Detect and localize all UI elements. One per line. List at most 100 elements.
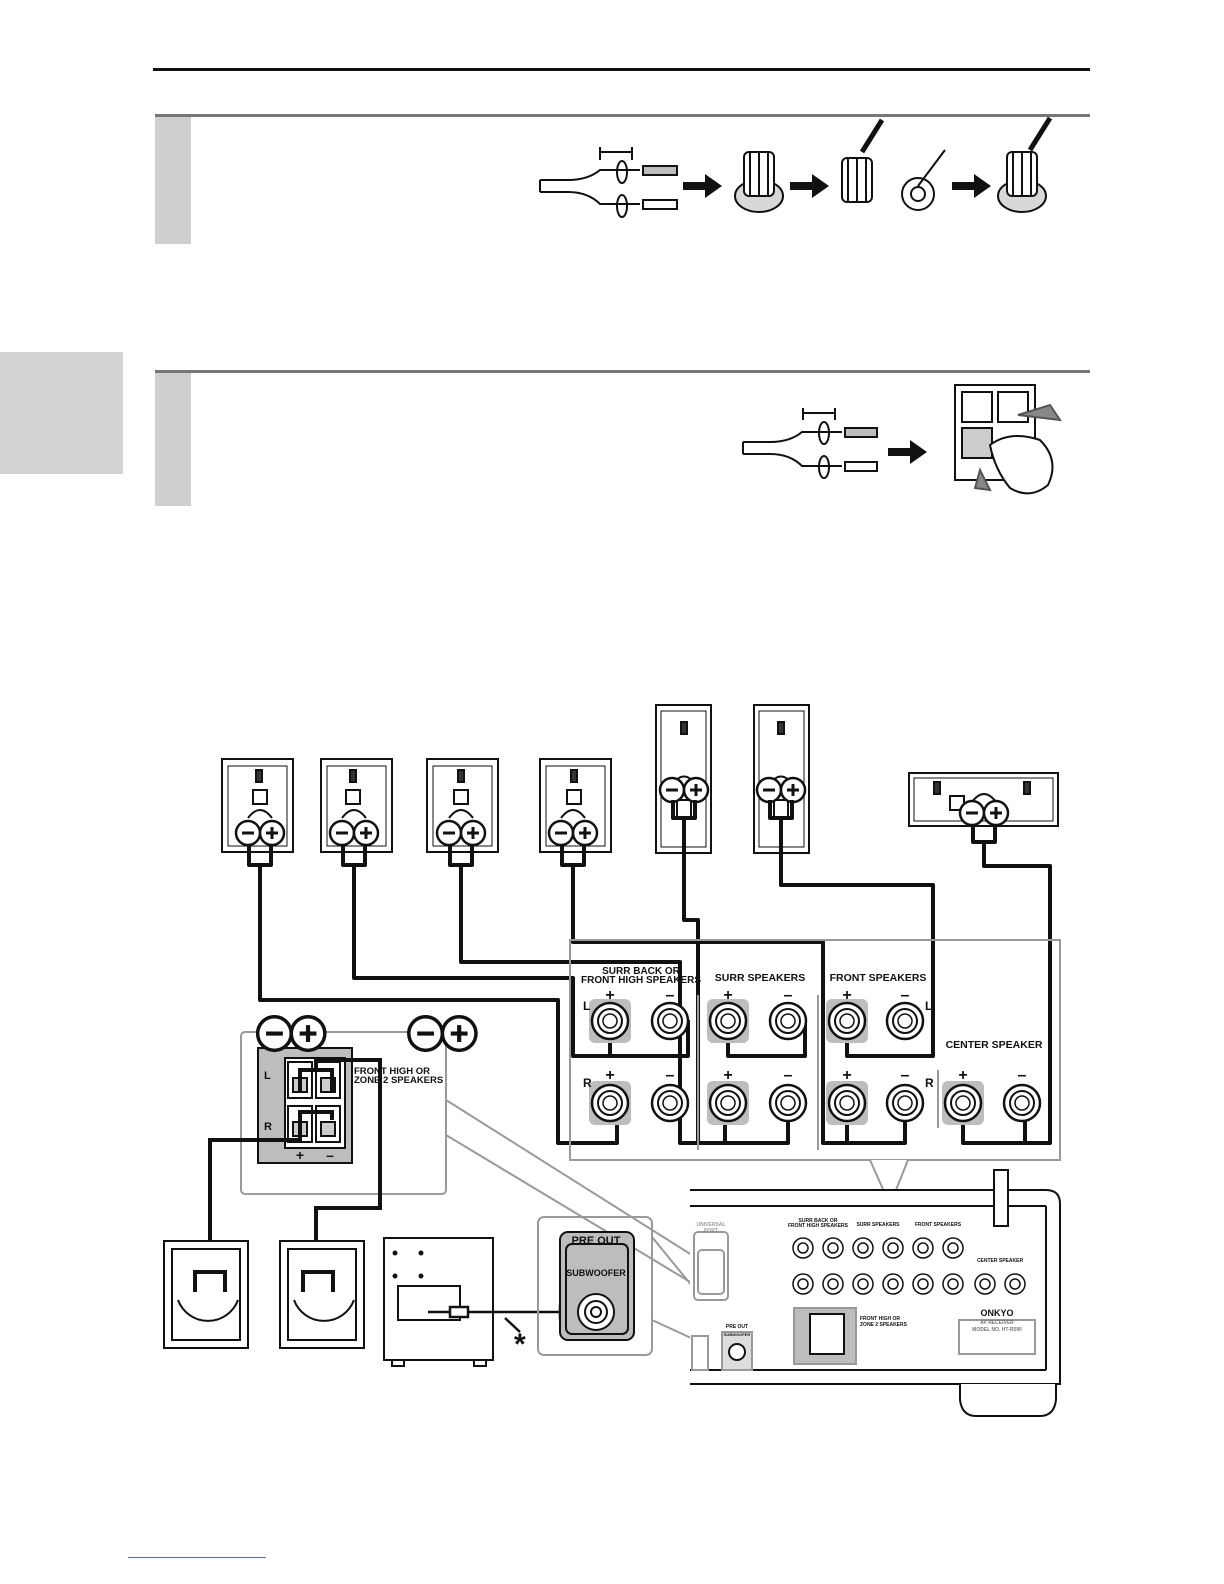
section-tab — [0, 352, 123, 474]
surr-r-minus-terminal — [768, 1083, 808, 1123]
binding-post-with-wire-icon — [841, 118, 885, 203]
plus-s-2: + — [723, 1067, 732, 1084]
front-l-plus-terminal — [824, 1079, 870, 1127]
zone2-labels: FRONT HIGH OR ZONE 2 SPEAKERS L R + – — [264, 1066, 443, 1163]
rx-model: MODEL NO. HT-R590 — [972, 1327, 1022, 1333]
plus-f-2: + — [842, 1067, 851, 1084]
label-l-2: L — [925, 999, 932, 1013]
surr-back-l-minus-terminal — [650, 1001, 690, 1041]
tightened-post-icon — [997, 116, 1053, 213]
asterisk-mark: * — [514, 1328, 526, 1361]
rx-surr: SURR SPEAKERS — [856, 1222, 900, 1228]
minus-c: – — [1018, 1067, 1027, 1084]
speaker-center — [908, 772, 1059, 827]
label-surr-back-2: FRONT HIGH SPEAKERS — [581, 975, 701, 986]
rx-brand: ONKYO — [980, 1308, 1013, 1318]
rx-universal-2: PORT — [704, 1228, 718, 1234]
rx-surr-back-1: SURR BACK OR — [799, 1218, 838, 1224]
zone2-l: L — [264, 1070, 271, 1082]
zone2-cables — [208, 1058, 382, 1270]
surr-r-plus-terminal — [705, 1079, 751, 1127]
rx-brand-sub: AV RECEIVER — [980, 1320, 1014, 1326]
zone2-minus: – — [326, 1147, 334, 1163]
front-r-minus-terminal — [885, 1001, 925, 1041]
panel-dividers — [697, 995, 939, 1150]
label-center-speaker: CENTER SPEAKER — [946, 1039, 1043, 1051]
surr-back-r-plus-terminal — [587, 1079, 633, 1127]
label-r-1: R — [583, 1076, 592, 1090]
panel-labels: SURR BACK OR FRONT HIGH SPEAKERS SURR SP… — [581, 966, 1043, 1090]
step-2-bar — [155, 373, 191, 506]
plus-c: + — [958, 1067, 967, 1084]
top-rule — [153, 68, 1090, 71]
stripped-wire-diagram — [539, 147, 678, 218]
screw-terminal-illustration — [539, 116, 1053, 218]
zone2-label-1: FRONT HIGH OR — [354, 1066, 430, 1077]
subwoofer-unit — [383, 1237, 494, 1367]
zone2-speaker-left — [163, 1017, 325, 1349]
arrow-icon — [683, 174, 722, 198]
receiver-rear-panel — [690, 1169, 1061, 1417]
plus-s-1: + — [723, 987, 732, 1004]
surr-back-l-plus-terminal — [587, 997, 633, 1045]
front-terminals — [824, 997, 925, 1127]
rx-zone2-1: FRONT HIGH OR — [860, 1316, 900, 1322]
zone2-r: R — [264, 1121, 272, 1133]
push-terminal-hand-icon — [954, 384, 1063, 495]
surr-terminals — [705, 997, 808, 1127]
wire-loop-icon — [901, 149, 946, 211]
plus-sb-2: + — [605, 1067, 614, 1084]
arrow-icon — [888, 440, 927, 464]
rx-front: FRONT SPEAKERS — [915, 1222, 962, 1228]
plus-sb-1: + — [605, 987, 614, 1004]
preout-labels: PRE OUT SUBWOOFER — [566, 1235, 626, 1278]
minus-s-2: – — [784, 1067, 793, 1084]
label-surr-speakers: SURR SPEAKERS — [715, 972, 805, 984]
speaker-surround-back-left — [221, 758, 294, 853]
label-front-speakers: FRONT SPEAKERS — [830, 972, 927, 984]
surr-back-terminals — [587, 997, 690, 1127]
label-r-2: R — [925, 1076, 934, 1090]
rx-subwoofer: SUBWOOFER — [724, 1332, 751, 1337]
rx-universal-1: UNIVERSAL — [697, 1222, 726, 1228]
speaker-surround-left — [426, 758, 499, 853]
footer-link-underline — [128, 1557, 266, 1558]
step-1-box — [155, 114, 1090, 244]
subwoofer-label: SUBWOOFER — [566, 1268, 626, 1278]
binding-post-icon — [734, 151, 784, 213]
stripped-wire-diagram-2 — [742, 408, 878, 479]
front-r-plus-terminal — [824, 997, 870, 1045]
push-terminal-illustration — [742, 384, 1063, 495]
rx-surr-back-2: FRONT HIGH SPEAKERS — [788, 1223, 849, 1229]
zone2-plus: + — [296, 1147, 304, 1163]
arrow-icon — [952, 174, 991, 198]
label-l-1: L — [583, 999, 590, 1013]
pre-out-label: PRE OUT — [572, 1235, 621, 1247]
center-plus-terminal — [940, 1079, 986, 1127]
speaker-surround-right — [539, 758, 612, 853]
center-terminals — [940, 1079, 1042, 1127]
label-surr-back-1: SURR BACK OR — [602, 966, 681, 977]
zone2-speaker-right — [279, 1017, 476, 1349]
receiver-small-terminals — [792, 1237, 1026, 1295]
minus-f-1: – — [901, 987, 910, 1004]
rx-center: CENTER SPEAKER — [977, 1258, 1024, 1264]
minus-sb-1: – — [666, 987, 675, 1004]
step-1-bar — [155, 117, 191, 244]
surr-l-minus-terminal — [768, 1001, 808, 1041]
step-2-box — [155, 370, 1090, 506]
zone2-terminal-block — [257, 1047, 353, 1164]
minus-s-1: – — [784, 987, 793, 1004]
receiver-small-labels: UNIVERSAL PORT SURR BACK OR FRONT HIGH S… — [697, 1218, 1024, 1337]
plus-f-1: + — [842, 987, 851, 1004]
zone2-label-2: ZONE 2 SPEAKERS — [354, 1075, 443, 1086]
minus-sb-2: – — [666, 1067, 675, 1084]
minus-f-2: – — [901, 1067, 910, 1084]
surr-back-r-minus-terminal — [650, 1083, 690, 1123]
preout-panel — [559, 1231, 635, 1341]
zone2-speaker-loops — [193, 1270, 335, 1292]
rx-pre-out: PRE OUT — [726, 1324, 748, 1330]
front-l-minus-terminal — [885, 1083, 925, 1123]
